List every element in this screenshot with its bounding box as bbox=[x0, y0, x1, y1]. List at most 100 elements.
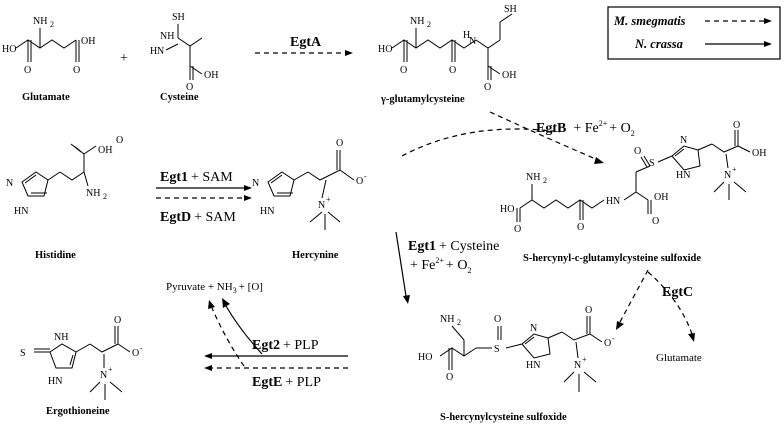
legend-dashed-arrowhead bbox=[764, 18, 772, 24]
svg-text:O: O bbox=[652, 216, 659, 227]
svg-text:NH: NH bbox=[410, 16, 424, 27]
svg-text:N: N bbox=[100, 370, 107, 381]
egtB-arrowhead bbox=[594, 157, 604, 164]
shercynyl-glutamylcysteine-sulfoxide-label: S-hercynyl-c-glutamylcysteine sulfoxide bbox=[523, 253, 701, 264]
egtE-arrowhead bbox=[204, 365, 212, 371]
svg-text:NH: NH bbox=[33, 16, 47, 27]
svg-text:2: 2 bbox=[50, 20, 54, 29]
svg-text:O: O bbox=[634, 146, 641, 157]
svg-text:-: - bbox=[140, 344, 143, 353]
egt2-byproduct-arrowhead bbox=[222, 298, 230, 308]
plus-sign: + bbox=[120, 51, 128, 66]
svg-text:O: O bbox=[114, 315, 121, 326]
svg-text:O: O bbox=[577, 222, 584, 233]
histidine-structure: N HN O OH NH 2 bbox=[6, 135, 123, 217]
cysteine-structure: SH H N NH OH O bbox=[150, 12, 218, 93]
svg-text:+: + bbox=[326, 195, 331, 204]
egt1-label: Egt1+ SAM bbox=[160, 170, 233, 185]
egt2-byproduct-arrow bbox=[225, 305, 263, 355]
shercynylcysteine-sulfoxide-structure: HO O NH 2 O S N HN O O - N + bbox=[418, 305, 615, 392]
gamma-glutamylcysteine-structure: HO O NH 2 O H N SH OH O bbox=[378, 4, 517, 93]
svg-text:O: O bbox=[494, 314, 501, 325]
svg-text:H: H bbox=[150, 46, 157, 57]
legend-box bbox=[607, 6, 781, 60]
svg-text:O: O bbox=[73, 65, 80, 76]
hercynine-label: Hercynine bbox=[292, 250, 339, 261]
pyruvate-byproduct-label: Pyruvate + NH3+ [O] bbox=[166, 281, 263, 295]
gamma-glutamylcysteine-label: γ-glutamylcysteine bbox=[380, 94, 465, 105]
egt1-cysteine-label: Egt1+ Cysteine bbox=[408, 239, 499, 254]
hercynine-structure: N HN O O - N + bbox=[252, 138, 367, 230]
legend-label-msmegmatis: M. smegmatis bbox=[613, 14, 686, 28]
ergothioneine-structure: S NH HN O O - N + bbox=[20, 315, 143, 400]
egtC-arrowhead bbox=[616, 321, 624, 330]
svg-text:+: + bbox=[732, 165, 737, 174]
egt1-fe-o2-label: + Fe2++ O2 bbox=[410, 256, 471, 275]
glutamate-structure: HO O NH 2 OH O bbox=[2, 16, 95, 76]
svg-text:HO: HO bbox=[378, 44, 392, 55]
svg-text:HN: HN bbox=[676, 170, 690, 181]
egtC-label: EgtC bbox=[662, 285, 693, 300]
svg-text:NH: NH bbox=[440, 314, 454, 325]
svg-text:HO: HO bbox=[2, 44, 16, 55]
svg-text:OH: OH bbox=[204, 70, 218, 81]
histidine-label: Histidine bbox=[35, 250, 76, 261]
svg-text:2: 2 bbox=[543, 176, 547, 185]
svg-text:NH: NH bbox=[160, 31, 174, 42]
svg-text:O: O bbox=[733, 120, 740, 131]
svg-text:HN: HN bbox=[526, 360, 540, 371]
svg-text:O: O bbox=[585, 305, 592, 316]
svg-text:HN: HN bbox=[14, 206, 28, 217]
svg-text:N: N bbox=[252, 178, 259, 189]
svg-text:HO: HO bbox=[500, 204, 514, 215]
svg-text:O: O bbox=[514, 224, 521, 235]
svg-text:OH: OH bbox=[654, 192, 668, 203]
svg-text:NH: NH bbox=[86, 188, 100, 199]
svg-text:O: O bbox=[186, 82, 193, 93]
svg-text:O: O bbox=[484, 82, 491, 93]
svg-text:SH: SH bbox=[172, 12, 185, 23]
svg-text:S: S bbox=[20, 348, 26, 359]
svg-text:-: - bbox=[612, 334, 615, 343]
egtE-byproduct-arrow bbox=[211, 307, 245, 367]
egtA-arrowhead bbox=[345, 50, 353, 56]
svg-text:+: + bbox=[108, 365, 113, 374]
svg-text:N: N bbox=[530, 323, 537, 334]
svg-text:N: N bbox=[469, 36, 476, 47]
legend: M. smegmatis N. crassa bbox=[607, 6, 781, 60]
svg-text:S: S bbox=[494, 344, 500, 355]
svg-text:HO: HO bbox=[418, 352, 432, 363]
egtD-arrowhead bbox=[244, 195, 252, 201]
shercynyl-glutamylcysteine-sulfoxide-structure: HO O NH 2 O H N O OH O S N HN O OH N + bbox=[500, 120, 766, 235]
svg-text:O: O bbox=[400, 65, 407, 76]
glutamate-label: Glutamate bbox=[22, 92, 70, 103]
egt2-arrowhead bbox=[204, 353, 212, 359]
svg-text:S: S bbox=[649, 158, 655, 169]
svg-text:N: N bbox=[613, 196, 620, 207]
egt1-cysteine-arrow bbox=[395, 231, 407, 297]
svg-text:OH: OH bbox=[98, 145, 112, 156]
svg-text:H: H bbox=[606, 196, 613, 207]
svg-text:O: O bbox=[132, 348, 139, 359]
svg-text:HN: HN bbox=[260, 206, 274, 217]
egtC-glutamate-arrowhead bbox=[688, 333, 695, 342]
svg-text:OH: OH bbox=[502, 70, 516, 81]
egtE-byproduct-arrowhead bbox=[208, 300, 215, 309]
svg-text:O: O bbox=[446, 372, 453, 383]
svg-text:O: O bbox=[24, 65, 31, 76]
svg-text:N: N bbox=[574, 360, 581, 371]
svg-text:NH: NH bbox=[526, 172, 540, 183]
svg-text:N: N bbox=[318, 200, 325, 211]
svg-text:OH: OH bbox=[752, 148, 766, 159]
svg-text:NH: NH bbox=[54, 332, 68, 343]
svg-text:OH: OH bbox=[81, 36, 95, 47]
svg-text:N: N bbox=[724, 170, 731, 181]
egtB-label: EgtB + Fe2++ O2 bbox=[536, 119, 635, 138]
svg-text:2: 2 bbox=[457, 318, 461, 327]
legend-solid-arrowhead bbox=[764, 41, 772, 47]
egt1-cysteine-arrowhead bbox=[403, 295, 410, 304]
egt1-arrowhead bbox=[244, 185, 252, 191]
svg-text:-: - bbox=[364, 172, 367, 181]
svg-text:H: H bbox=[463, 30, 470, 41]
